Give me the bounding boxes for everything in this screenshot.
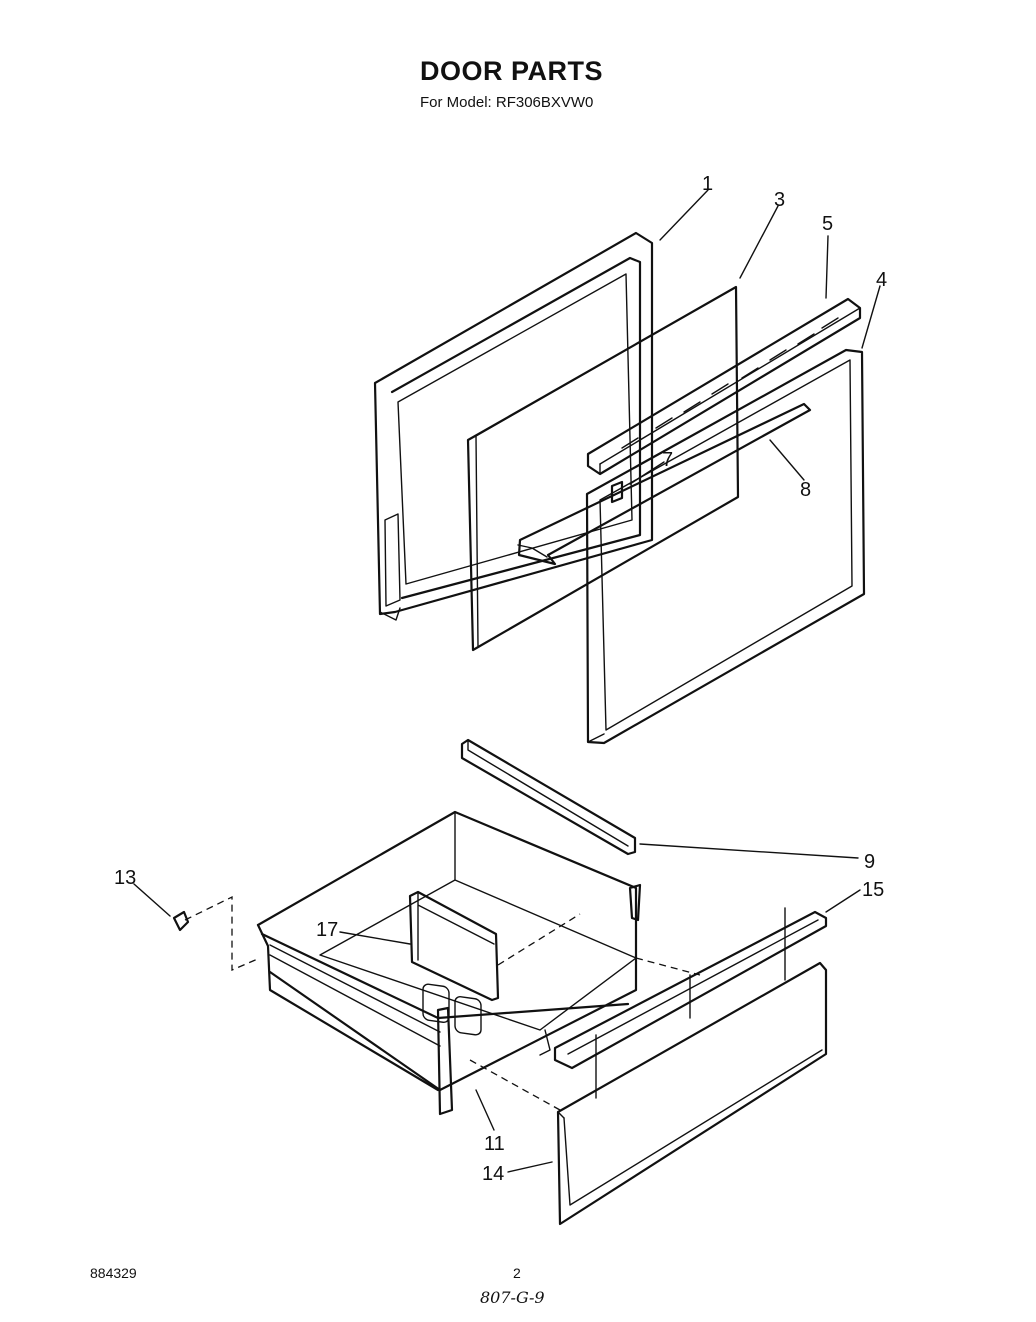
page-title: DOOR PARTS bbox=[420, 56, 604, 86]
callout-3: 3 bbox=[774, 189, 785, 211]
part-5-vent-trim bbox=[586, 297, 862, 476]
callout-5: 5 bbox=[822, 213, 833, 235]
callout-1: 1 bbox=[702, 173, 713, 195]
part-1-outer-door-frame bbox=[373, 231, 654, 621]
callout-11: 11 bbox=[484, 1133, 505, 1155]
drawer-body bbox=[256, 810, 642, 1116]
part-15-drawer-trim bbox=[553, 907, 828, 1099]
handwritten-note: 807-G-9 bbox=[480, 1288, 545, 1307]
part-8-door-handle bbox=[517, 402, 812, 566]
part-14-drawer-front bbox=[556, 961, 828, 1226]
part-4-door-liner-frame bbox=[585, 348, 866, 745]
assembly-guide-lines bbox=[184, 895, 701, 1111]
part-7-clip bbox=[610, 480, 624, 504]
part-17-vent-panel bbox=[408, 890, 500, 1036]
callout-8: 8 bbox=[800, 479, 811, 501]
model-subtitle: For Model: RF306BXVW0 bbox=[420, 94, 594, 111]
callout-15: 15 bbox=[862, 879, 884, 901]
part-9-drawer-strip bbox=[460, 738, 637, 856]
callout-4: 4 bbox=[876, 269, 887, 291]
document-number: 884329 bbox=[90, 1265, 137, 1281]
callout-13: 13 bbox=[114, 867, 136, 889]
callout-7: 7 bbox=[662, 449, 673, 471]
callout-14: 14 bbox=[482, 1163, 504, 1185]
part-13-screw bbox=[172, 910, 190, 932]
callout-17: 17 bbox=[316, 919, 338, 941]
callout-9: 9 bbox=[864, 851, 875, 873]
page-number: 2 bbox=[513, 1265, 521, 1281]
part-3-inner-panel bbox=[466, 285, 740, 652]
leader-arrows bbox=[133, 189, 881, 1173]
